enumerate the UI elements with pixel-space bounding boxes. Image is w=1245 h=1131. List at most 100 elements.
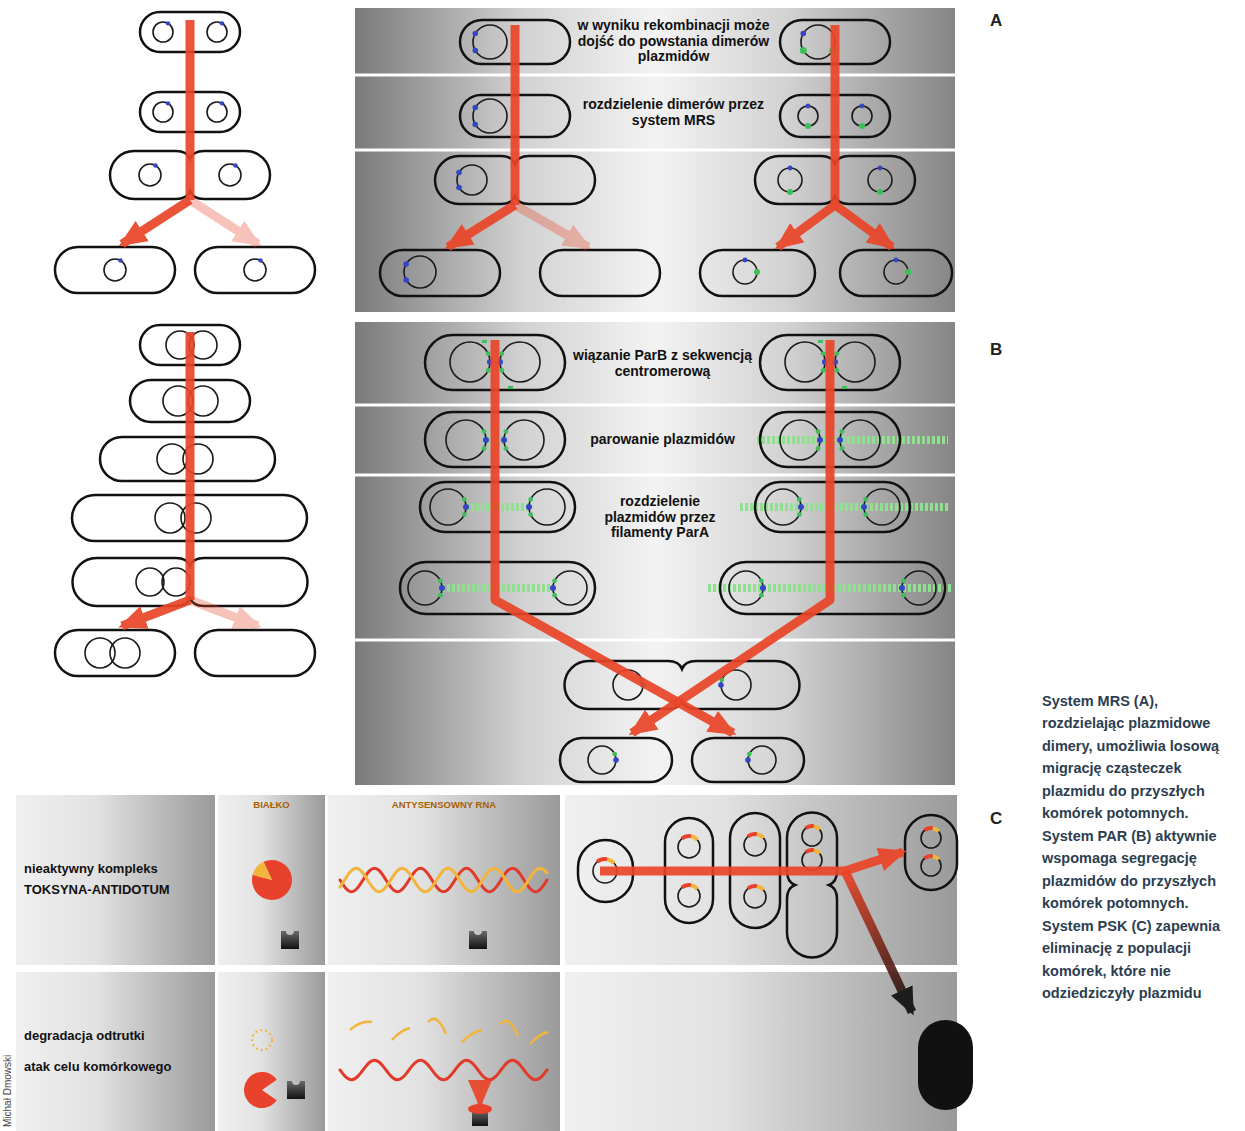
plasmid bbox=[473, 25, 507, 59]
plasmid-site bbox=[438, 593, 443, 598]
plasmid-site bbox=[528, 497, 533, 502]
plasmid bbox=[153, 102, 173, 122]
grey-band bbox=[218, 795, 325, 965]
psk-locus bbox=[607, 859, 614, 863]
grey-band bbox=[328, 972, 560, 1131]
panel-a bbox=[55, 8, 955, 312]
plasmid-site bbox=[754, 269, 760, 275]
grey-band bbox=[355, 8, 955, 312]
arrow-group bbox=[778, 205, 835, 247]
cell-outline bbox=[195, 630, 315, 676]
plasmid-site bbox=[860, 104, 865, 109]
plasmid-site bbox=[486, 351, 491, 356]
red-arrow bbox=[845, 871, 912, 1012]
text-band: w wyniku rekombinacji może dojść do pows… bbox=[355, 8, 955, 75]
plasmid-site bbox=[499, 351, 504, 356]
panel-c bbox=[16, 795, 973, 1131]
plasmid-site bbox=[800, 31, 806, 37]
band-label: atak celu komórkowego bbox=[24, 1060, 171, 1075]
red-arrow bbox=[835, 205, 892, 247]
plasmid-site bbox=[863, 512, 868, 517]
plasmid-site bbox=[403, 261, 409, 267]
plasmid bbox=[104, 259, 126, 281]
plasmid-site bbox=[220, 101, 224, 105]
plasmid bbox=[744, 834, 766, 856]
plasmid bbox=[450, 342, 490, 382]
band-separator bbox=[355, 474, 955, 477]
plasmid bbox=[748, 746, 776, 774]
plasmid-site bbox=[798, 504, 804, 510]
arrow-group bbox=[190, 332, 191, 600]
plasmid bbox=[902, 571, 936, 605]
plasmid bbox=[744, 886, 766, 908]
plasmid-site bbox=[760, 585, 766, 591]
plasmid bbox=[678, 836, 700, 858]
psk-locus bbox=[925, 828, 933, 830]
grey-band bbox=[16, 795, 215, 965]
red-arrow bbox=[122, 200, 190, 244]
plasmid-site bbox=[613, 757, 619, 763]
cell-outline bbox=[692, 738, 804, 782]
plasmid-site bbox=[552, 593, 557, 598]
plasmid bbox=[207, 22, 227, 42]
arrow-group bbox=[190, 20, 191, 200]
text-band: rozdzielenie dimerów przez system MRS bbox=[355, 75, 955, 150]
psk-locus bbox=[748, 886, 757, 889]
band-label: parowanie plazmidów bbox=[590, 432, 735, 448]
caption: System MRS (A), rozdzielając plazmidowe … bbox=[1042, 690, 1240, 1005]
psk-locus bbox=[757, 834, 764, 838]
plasmid bbox=[864, 489, 900, 525]
toxin-protein bbox=[244, 1072, 277, 1108]
plasmid bbox=[219, 164, 241, 186]
plasmid bbox=[678, 885, 700, 907]
psk-locus bbox=[682, 885, 691, 888]
dividing-cell bbox=[787, 813, 837, 958]
rna-fragment bbox=[350, 1022, 372, 1030]
plasmid-site bbox=[878, 166, 883, 171]
band-label: nieaktywny kompleks bbox=[24, 862, 158, 877]
parb-protein bbox=[818, 340, 823, 343]
grey-band bbox=[565, 972, 957, 1131]
text-band: wiązanie ParB z sekwencją centromerową bbox=[355, 322, 955, 405]
red-arrow bbox=[448, 205, 515, 247]
plasmid bbox=[780, 420, 820, 460]
plasmid-site bbox=[743, 258, 748, 263]
plasmid-site bbox=[863, 497, 868, 502]
red-arrow bbox=[190, 200, 258, 244]
antidote-protein bbox=[253, 862, 272, 880]
figure-label: B bbox=[990, 341, 1020, 360]
plasmid bbox=[778, 168, 802, 192]
plasmid bbox=[504, 420, 544, 460]
band-separator bbox=[355, 149, 955, 152]
plasmid-site bbox=[901, 593, 906, 598]
cell-target bbox=[469, 931, 487, 949]
plasmid-site bbox=[403, 277, 409, 283]
plasmid bbox=[921, 828, 941, 848]
plasmid bbox=[835, 342, 875, 382]
plasmid-site bbox=[805, 123, 811, 129]
psk-locus bbox=[748, 834, 757, 837]
plasmid-site bbox=[859, 123, 865, 129]
band-separator bbox=[355, 639, 955, 642]
plasmid bbox=[868, 168, 892, 192]
toxin-protein bbox=[252, 860, 292, 900]
psk-locus bbox=[806, 826, 814, 828]
plasmid-site bbox=[552, 578, 557, 583]
plasmid bbox=[136, 568, 164, 596]
plasmid bbox=[801, 25, 835, 59]
dead-cell bbox=[918, 1020, 973, 1110]
arrow-group bbox=[190, 200, 258, 244]
rna-fragment bbox=[462, 1030, 482, 1042]
red-arrow bbox=[495, 340, 733, 733]
arrow-group bbox=[190, 600, 258, 626]
plasmid bbox=[840, 420, 880, 460]
arrow-group bbox=[515, 25, 516, 205]
figure-label: ANTYSENSOWNY RNA bbox=[328, 800, 560, 810]
grey-band bbox=[16, 972, 215, 1131]
plasmid-site bbox=[503, 429, 508, 434]
plasmid-site bbox=[817, 437, 823, 443]
plasmid bbox=[529, 489, 565, 525]
toxin-bound bbox=[468, 1104, 492, 1114]
